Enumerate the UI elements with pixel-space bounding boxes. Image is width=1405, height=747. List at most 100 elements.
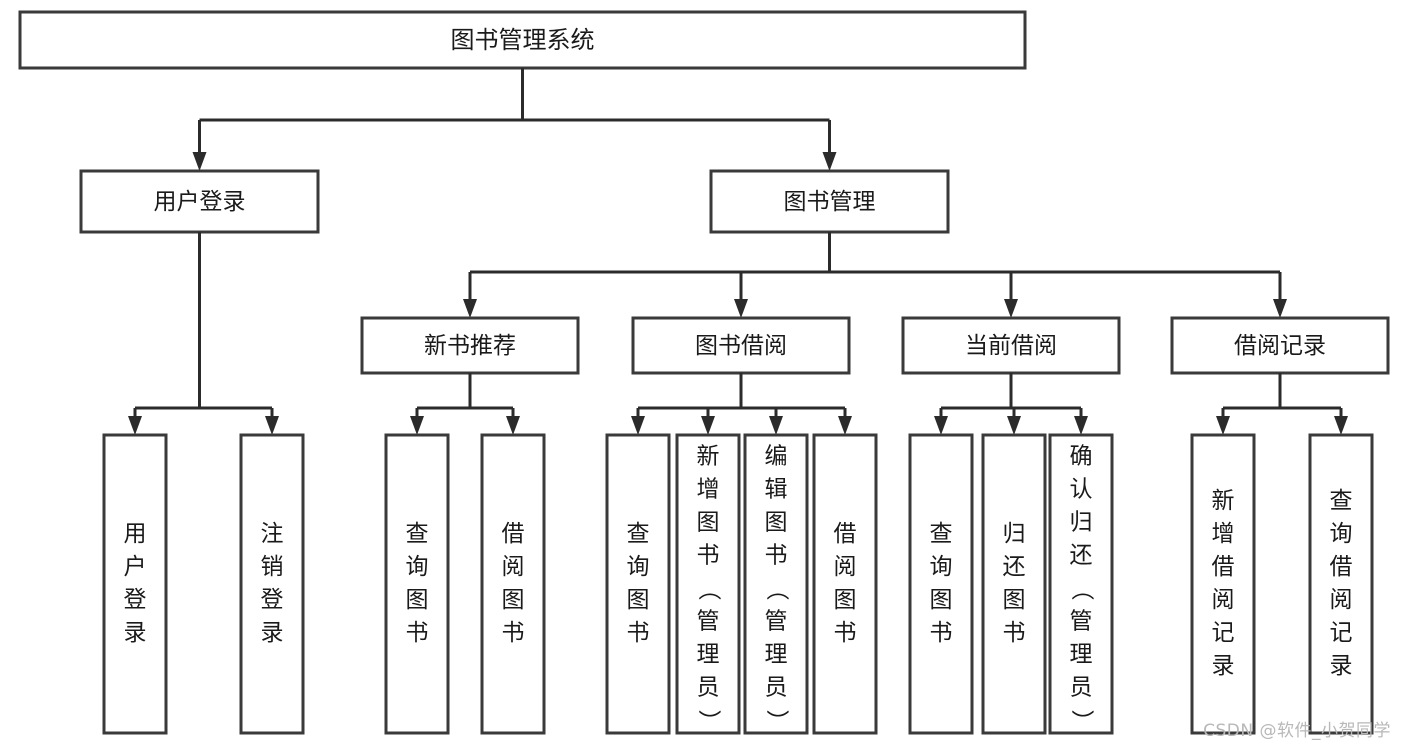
- node-label-char: （: [696, 578, 722, 601]
- node-label-char: 图: [697, 510, 720, 536]
- arrow-head-icon-leaf-add-record: [1216, 416, 1230, 435]
- node-label-char: 借: [834, 521, 857, 547]
- arrow-head-icon-leaf-query-record: [1334, 416, 1348, 435]
- node-label-char: 新: [697, 444, 720, 470]
- arrow-head-icon-leaf-edit-book: [769, 416, 783, 435]
- arrow-head-icon-leaf-add-book: [701, 416, 715, 435]
- arrow-head-icon-leaf-confirm-return: [1074, 416, 1088, 435]
- node-label-char: 理: [697, 642, 720, 668]
- node-label-char: 图: [1003, 587, 1026, 613]
- arrow-head-icon-leaf-user-login: [128, 416, 142, 435]
- node-label-char: 图: [627, 587, 650, 613]
- node-label-char: 图: [502, 587, 525, 613]
- node-leaf-user-login[interactable]: 用户登录: [102, 433, 168, 735]
- node-label-char: 询: [627, 554, 650, 580]
- node-label-char: 阅: [502, 554, 525, 580]
- node-label-char: 确: [1070, 444, 1093, 470]
- node-label-char: 管: [1070, 609, 1093, 635]
- arrow-head-icon-user-login: [192, 152, 207, 171]
- node-label-char: 还: [1070, 543, 1093, 569]
- arrow-head-icon-leaf-borrow-book-1: [506, 416, 520, 435]
- node-box-leaf-borrow-book-1[interactable]: [480, 433, 546, 735]
- node-label-char: 借: [1330, 554, 1353, 580]
- node-label-char: 查: [627, 521, 650, 547]
- node-label-char: 登: [261, 587, 284, 613]
- arrow-head-icon-leaf-return-book: [1007, 416, 1021, 435]
- arrow-head-icon-current-borrow: [1004, 299, 1018, 318]
- node-box-book-borrow[interactable]: [631, 316, 851, 375]
- node-label-char: 图: [834, 587, 857, 613]
- node-label-char: 查: [930, 521, 953, 547]
- node-label-book-management: 图书管理: [784, 189, 876, 215]
- node-label-char: 书: [930, 620, 953, 646]
- node-box-leaf-query-book-2[interactable]: [605, 433, 671, 735]
- node-label-char: ）: [764, 710, 790, 733]
- node-box-user-login[interactable]: [79, 169, 320, 234]
- node-box-leaf-query-book-1[interactable]: [384, 433, 450, 735]
- node-label-char: 录: [261, 620, 284, 646]
- node-box-leaf-user-login[interactable]: [102, 433, 168, 735]
- node-user-login[interactable]: 用户登录: [79, 169, 320, 234]
- node-label-char: 还: [1003, 554, 1026, 580]
- node-book-borrow[interactable]: 图书借阅: [631, 316, 851, 375]
- node-box-new-book-recommend[interactable]: [360, 316, 580, 375]
- arrow-head-icon-new-book-recommend: [463, 299, 477, 318]
- node-label-char: 书: [502, 620, 525, 646]
- node-current-borrow[interactable]: 当前借阅: [901, 316, 1121, 375]
- node-box-leaf-confirm-return[interactable]: [1048, 433, 1114, 735]
- node-box-leaf-add-record[interactable]: [1190, 433, 1256, 735]
- node-root[interactable]: 图书管理系统: [18, 10, 1027, 70]
- node-label-char: 增: [697, 477, 720, 503]
- node-label-char: 理: [765, 642, 788, 668]
- node-label-char: 图: [765, 510, 788, 536]
- node-book-management[interactable]: 图书管理: [709, 169, 950, 234]
- node-box-book-management[interactable]: [709, 169, 950, 234]
- node-label-char: 记: [1212, 620, 1235, 646]
- node-label-char: 录: [1330, 653, 1353, 679]
- node-new-book-recommend[interactable]: 新书推荐: [360, 316, 580, 375]
- node-label-char: 管: [765, 609, 788, 635]
- node-label-borrow-records: 借阅记录: [1234, 333, 1326, 359]
- node-box-leaf-edit-book[interactable]: [743, 433, 809, 735]
- node-label-char: 查: [1330, 488, 1353, 514]
- node-box-leaf-add-book[interactable]: [675, 433, 741, 735]
- node-label-char: 登: [124, 587, 147, 613]
- node-label-char: 录: [124, 620, 147, 646]
- arrow-head-icon-leaf-query-book-1: [410, 416, 424, 435]
- arrow-head-icon-leaf-query-book-3: [934, 416, 948, 435]
- arrow-head-icon-leaf-query-book-2: [631, 416, 645, 435]
- node-box-leaf-query-record[interactable]: [1308, 433, 1374, 735]
- node-label-char: 图: [930, 587, 953, 613]
- node-label-char: 阅: [1330, 587, 1353, 613]
- node-box-leaf-user-logout[interactable]: [239, 433, 305, 735]
- node-box-leaf-query-book-3[interactable]: [908, 433, 974, 735]
- node-label-root: 图书管理系统: [451, 26, 595, 54]
- node-label-char: 书: [627, 620, 650, 646]
- node-box-leaf-borrow-book-2[interactable]: [812, 433, 878, 735]
- arrow-head-icon-borrow-records: [1273, 299, 1287, 318]
- node-label-char: 借: [502, 521, 525, 547]
- node-label-char: 图: [406, 587, 429, 613]
- node-box-borrow-records[interactable]: [1170, 316, 1390, 375]
- node-label-char: 销: [261, 554, 284, 580]
- node-box-leaf-return-book[interactable]: [981, 433, 1047, 735]
- node-box-root[interactable]: [18, 10, 1027, 70]
- node-label-char: 员: [765, 675, 788, 701]
- node-label-char: 书: [1003, 620, 1026, 646]
- node-borrow-records[interactable]: 借阅记录: [1170, 316, 1390, 375]
- node-label-char: 询: [1330, 521, 1353, 547]
